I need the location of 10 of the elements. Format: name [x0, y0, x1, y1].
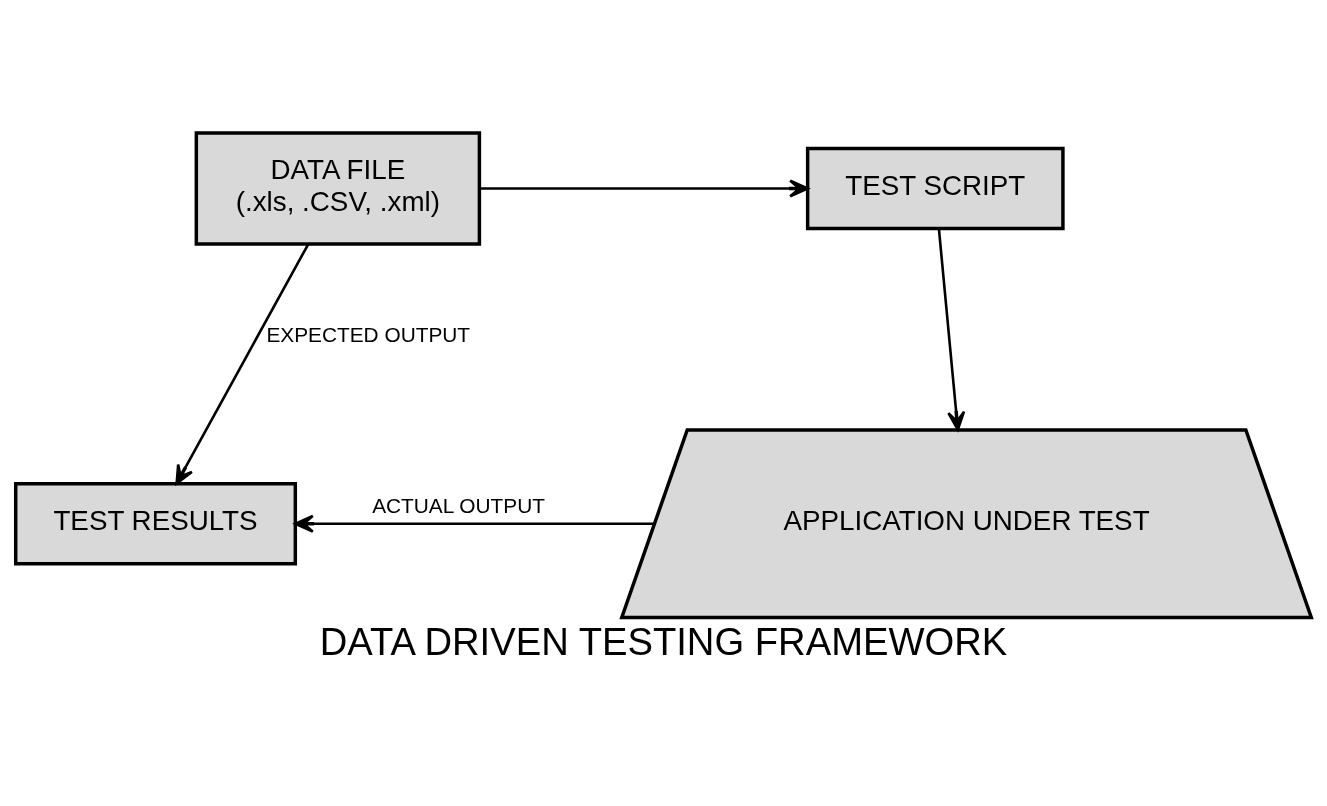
arrow	[479, 179, 809, 198]
caption: DATA DRIVEN TESTING FRAMEWORK	[319, 619, 1008, 663]
arrow	[937, 228, 966, 431]
arrow	[175, 243, 310, 485]
node-box: TEST SCRIPT	[805, 146, 1065, 231]
edge-label: EXPECTED OUTPUT	[266, 323, 471, 347]
arrow	[294, 514, 654, 533]
edge-label: ACTUAL OUTPUT	[372, 493, 545, 517]
node-box: TEST RESULTS	[13, 482, 298, 566]
node-box: DATA FILE (.xls, .CSV, .xml)	[194, 131, 482, 246]
